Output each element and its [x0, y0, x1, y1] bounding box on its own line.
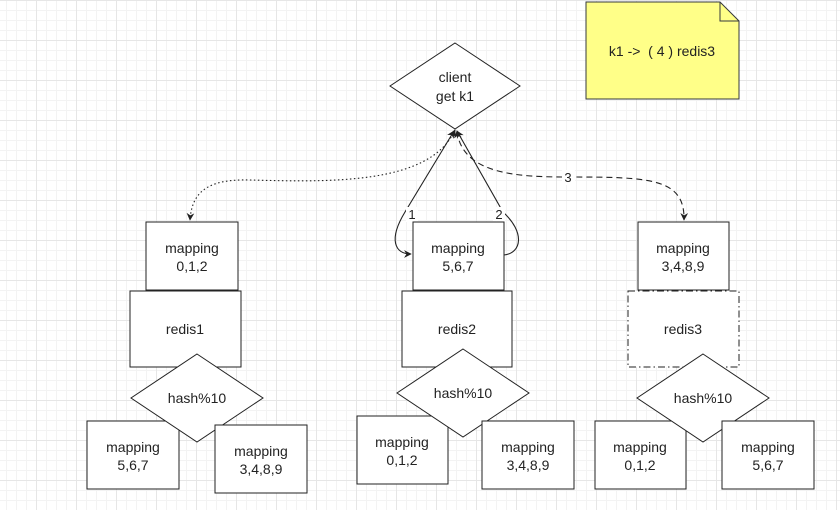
sticky-note-shape — [585, 1, 740, 100]
edges: 1 2 3 — [186, 129, 689, 258]
mapping-title: mapping — [234, 443, 288, 459]
mapping-title: mapping — [106, 439, 160, 455]
mapping-title: mapping — [656, 240, 710, 256]
mapping-title: mapping — [613, 439, 667, 455]
mapping-slots: 5,6,7 — [442, 258, 473, 274]
redis-node[interactable]: redis3 — [627, 290, 740, 368]
hash-label: hash%10 — [168, 390, 227, 406]
mapping-node[interactable]: mapping 0,1,2 — [594, 420, 687, 490]
client-label: client — [439, 69, 472, 85]
redis-node[interactable]: redis1 — [129, 290, 242, 368]
edge-label-3: 3 — [564, 170, 571, 185]
mapping-slots: 5,6,7 — [117, 457, 148, 473]
mapping-slots: 0,1,2 — [624, 457, 655, 473]
mapping-title: mapping — [501, 439, 555, 455]
redis-label: redis1 — [166, 321, 204, 337]
mapping-node[interactable]: mapping 0,1,2 — [145, 221, 239, 291]
mapping-title: mapping — [375, 434, 429, 450]
redis-label: redis2 — [438, 321, 476, 337]
cluster-redis3: mapping 3,4,8,9 redis3 mapping 0,1,2 has… — [594, 221, 815, 490]
cluster-redis2: mapping 5,6,7 redis2 mapping 0,1,2 hash%… — [356, 221, 575, 490]
mapping-node[interactable]: mapping 5,6,7 — [721, 420, 815, 490]
mapping-title: mapping — [165, 240, 219, 256]
mapping-node[interactable]: mapping 3,4,8,9 — [481, 420, 575, 490]
client-node[interactable]: client get k1 — [389, 42, 521, 130]
edge-label-1: 1 — [408, 207, 415, 222]
hash-node[interactable]: hash%10 — [636, 353, 770, 443]
edge-label-2: 2 — [495, 207, 502, 222]
mapping-node[interactable]: mapping 3,4,8,9 — [637, 221, 730, 291]
mapping-node[interactable]: mapping 5,6,7 — [86, 420, 180, 490]
mapping-title: mapping — [431, 240, 485, 256]
sticky-note-fold — [719, 2, 739, 22]
cluster-redis1: mapping 0,1,2 redis1 mapping 5,6,7 hash%… — [86, 221, 308, 494]
hash-node[interactable]: hash%10 — [130, 353, 264, 443]
mapping-slots: 5,6,7 — [752, 457, 783, 473]
hash-label: hash%10 — [674, 390, 733, 406]
mapping-node[interactable]: mapping 5,6,7 — [412, 221, 505, 291]
redis-label: redis3 — [664, 321, 702, 337]
mapping-slots: 0,1,2 — [176, 258, 207, 274]
mapping-node[interactable]: mapping 0,1,2 — [356, 415, 449, 485]
mapping-slots: 3,4,8,9 — [507, 457, 550, 473]
mapping-node[interactable]: mapping 3,4,8,9 — [214, 424, 308, 494]
hash-label: hash%10 — [434, 385, 493, 401]
mapping-title: mapping — [741, 439, 795, 455]
client-command: get k1 — [436, 88, 474, 104]
mapping-slots: 0,1,2 — [386, 452, 417, 468]
sticky-note-text: k1 -> ( 4 ) redis3 — [609, 43, 715, 59]
hash-node[interactable]: hash%10 — [396, 348, 530, 438]
mapping-slots: 3,4,8,9 — [662, 258, 705, 274]
edge-1 — [394, 130, 455, 258]
mapping-slots: 3,4,8,9 — [240, 461, 283, 477]
sticky-note: k1 -> ( 4 ) redis3 — [585, 1, 740, 100]
